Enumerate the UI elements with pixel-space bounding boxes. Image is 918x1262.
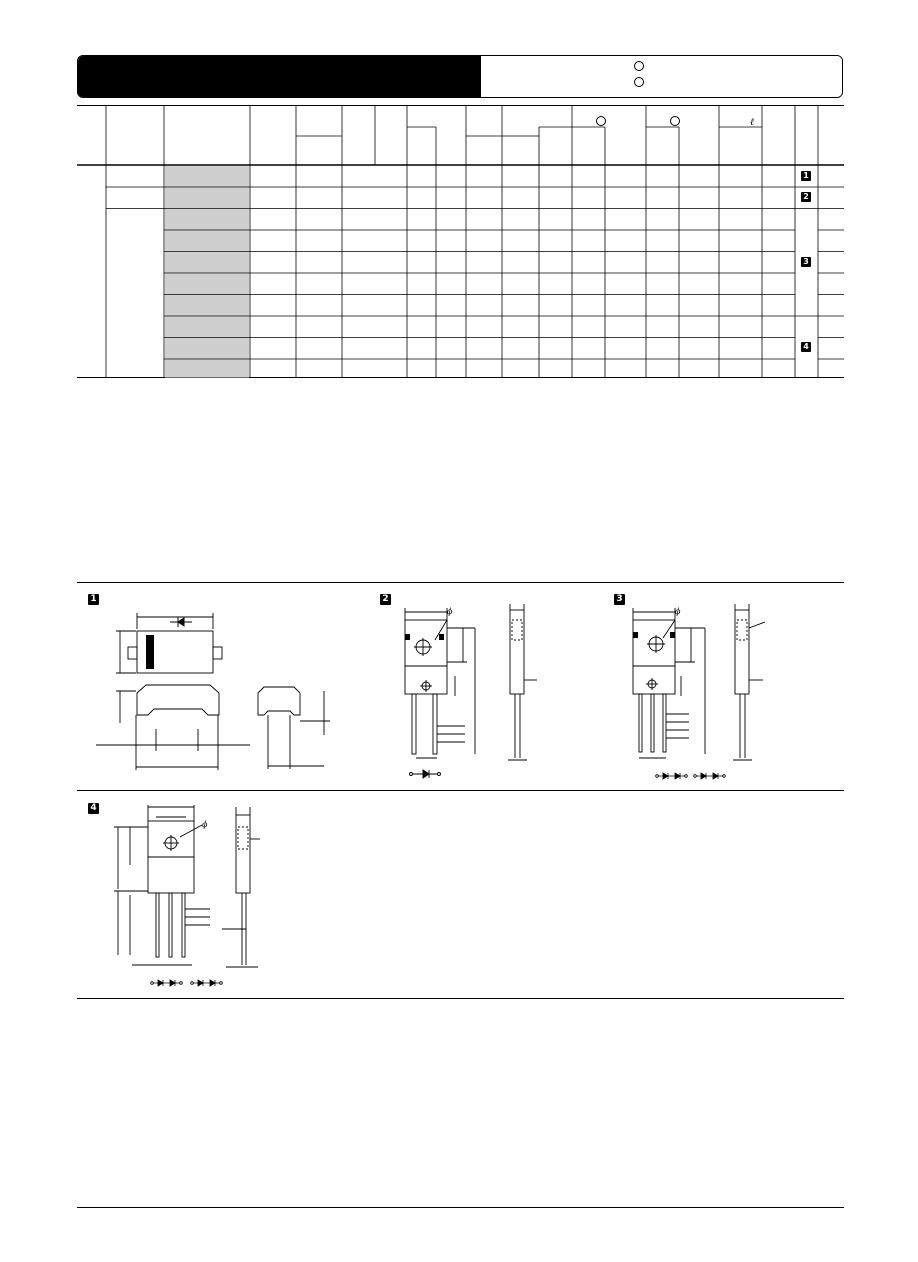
ell-symbol: ℓ: [750, 117, 755, 128]
figure-badge-4: 4: [88, 803, 99, 814]
figure-badge-1: 1: [88, 594, 99, 605]
figure-1-smd-package-drawing: [96, 613, 330, 770]
title-block-white: [481, 56, 842, 97]
circle-mark-icon: [596, 116, 606, 126]
figure-badge-3: 3: [614, 594, 625, 605]
spec-table: ℓ 1 2 3 4: [77, 105, 844, 378]
figure-2-to220-drawing: ϕ: [404, 604, 537, 779]
panel-rule-middle: [77, 790, 844, 791]
figure-3-to220-dual-drawing: ϕ: [632, 604, 766, 780]
phi-symbol: ϕ: [202, 820, 208, 829]
page-footer-rule: [77, 1207, 844, 1208]
panel-rule-bottom: [77, 998, 844, 999]
package-badge-2: 2: [801, 192, 811, 202]
title-bar: [77, 55, 843, 98]
circle-mark-icon: [634, 77, 644, 87]
phi-symbol: ϕ: [447, 607, 453, 616]
spec-table-grid: [77, 105, 844, 378]
figure-badge-2: 2: [380, 594, 391, 605]
circle-mark-icon: [634, 61, 644, 71]
package-badge-3: 3: [801, 257, 811, 267]
panel-rule-top: [77, 582, 844, 583]
phi-symbol: ϕ: [675, 607, 681, 616]
title-block-black: [78, 56, 481, 97]
figure-4-to3p-drawing: ϕ: [114, 805, 260, 987]
package-badge-1: 1: [801, 171, 811, 181]
circle-mark-icon: [670, 116, 680, 126]
package-badge-4: 4: [801, 342, 811, 352]
